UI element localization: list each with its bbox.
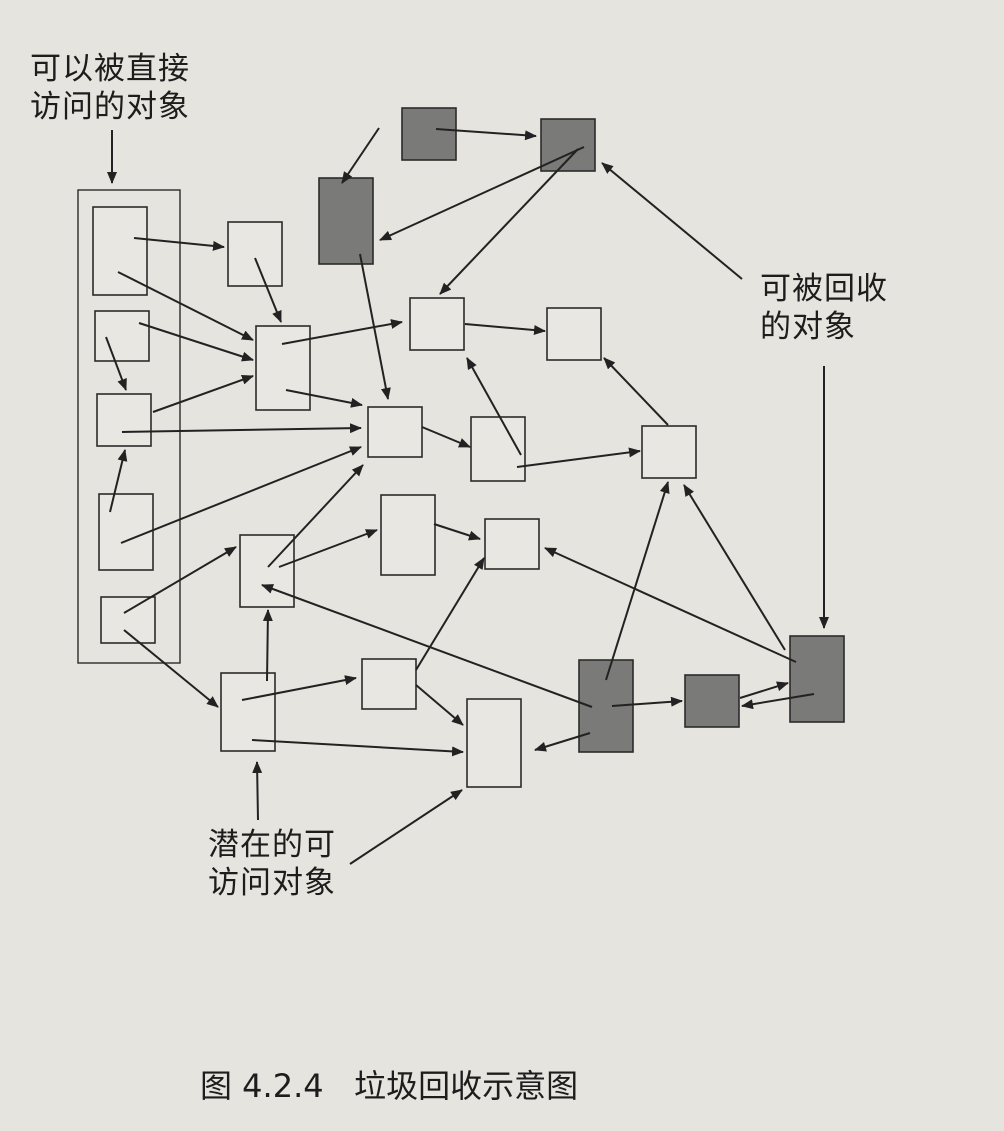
root-object-1 xyxy=(92,206,148,296)
collectable-object-3 xyxy=(318,177,374,265)
reference-arrow xyxy=(252,761,263,821)
reference-arrow xyxy=(262,609,273,682)
direct-access-label: 可以被直接 访问的对象 xyxy=(30,50,190,126)
reference-arrow xyxy=(433,523,481,541)
reference-arrow xyxy=(121,423,362,434)
reference-arrow xyxy=(534,732,591,752)
reference-arrow xyxy=(439,148,579,295)
reference-arrow xyxy=(117,271,254,341)
root-object-3 xyxy=(96,393,152,447)
reference-arrow xyxy=(241,675,357,701)
object-d xyxy=(409,297,465,351)
reference-arrow xyxy=(138,322,254,362)
object-b xyxy=(255,325,311,411)
reference-arrow xyxy=(683,484,786,651)
collectable-object-1 xyxy=(401,107,457,161)
reference-arrow xyxy=(611,696,683,707)
reference-arrow xyxy=(109,449,128,513)
reference-arrow xyxy=(435,128,537,141)
reference-arrow xyxy=(415,684,464,726)
reference-arrow xyxy=(123,546,237,614)
root-set-frame xyxy=(77,189,181,664)
object-h xyxy=(380,494,436,576)
object-a xyxy=(227,221,283,287)
reference-arrow xyxy=(415,557,485,671)
reference-arrow xyxy=(261,584,593,708)
direct-access-label-line2: 访问的对象 xyxy=(30,89,190,125)
reference-arrow xyxy=(359,253,391,400)
collectable-object-2 xyxy=(540,118,596,172)
potential-access-label-line1: 潜在的可 xyxy=(208,827,336,863)
reference-arrow xyxy=(741,693,815,710)
root-object-5 xyxy=(100,596,156,644)
object-i xyxy=(484,518,540,570)
reference-arrow xyxy=(603,357,669,426)
collectable-label: 可被回收 的对象 xyxy=(760,270,888,346)
root-object-4 xyxy=(98,493,154,571)
object-l xyxy=(361,658,417,710)
reference-arrow xyxy=(341,127,380,184)
reference-arrow xyxy=(466,357,522,456)
figure-caption: 图 4.2.4 垃圾回收示意图 xyxy=(200,1067,579,1105)
reference-arrow xyxy=(544,547,797,663)
reference-arrow xyxy=(464,323,546,336)
reference-arrow xyxy=(739,681,789,699)
object-j xyxy=(239,534,295,608)
reference-arrow xyxy=(123,629,219,708)
reference-arrow xyxy=(281,319,403,345)
collectable-label-line2: 的对象 xyxy=(760,309,856,345)
reference-arrow xyxy=(601,162,743,280)
reference-arrow xyxy=(251,739,464,757)
reference-arrow xyxy=(120,446,362,544)
potential-access-label: 潜在的可 访问对象 xyxy=(208,826,336,902)
object-e xyxy=(546,307,602,361)
reference-arrow xyxy=(516,447,641,468)
collectable-object-6 xyxy=(789,635,845,723)
reference-arrow xyxy=(349,789,463,865)
object-m xyxy=(466,698,522,788)
reference-arrow xyxy=(267,464,364,568)
reference-arrow xyxy=(421,426,471,448)
collectable-object-5 xyxy=(684,674,740,728)
collectable-label-line1: 可被回收 xyxy=(760,271,888,307)
object-k xyxy=(220,672,276,752)
reference-arrow xyxy=(278,529,378,568)
reference-arrow xyxy=(605,481,670,681)
object-c xyxy=(367,406,423,458)
reference-arrow xyxy=(152,375,254,413)
reference-arrow xyxy=(133,237,225,251)
object-f xyxy=(470,416,526,482)
potential-access-label-line2: 访问对象 xyxy=(208,865,336,901)
root-object-2 xyxy=(94,310,150,362)
reference-arrow xyxy=(105,336,127,391)
reference-arrow xyxy=(254,257,282,323)
direct-access-label-line1: 可以被直接 xyxy=(30,51,190,87)
reference-arrow xyxy=(285,389,363,408)
object-g xyxy=(641,425,697,479)
reference-arrow xyxy=(379,146,585,241)
